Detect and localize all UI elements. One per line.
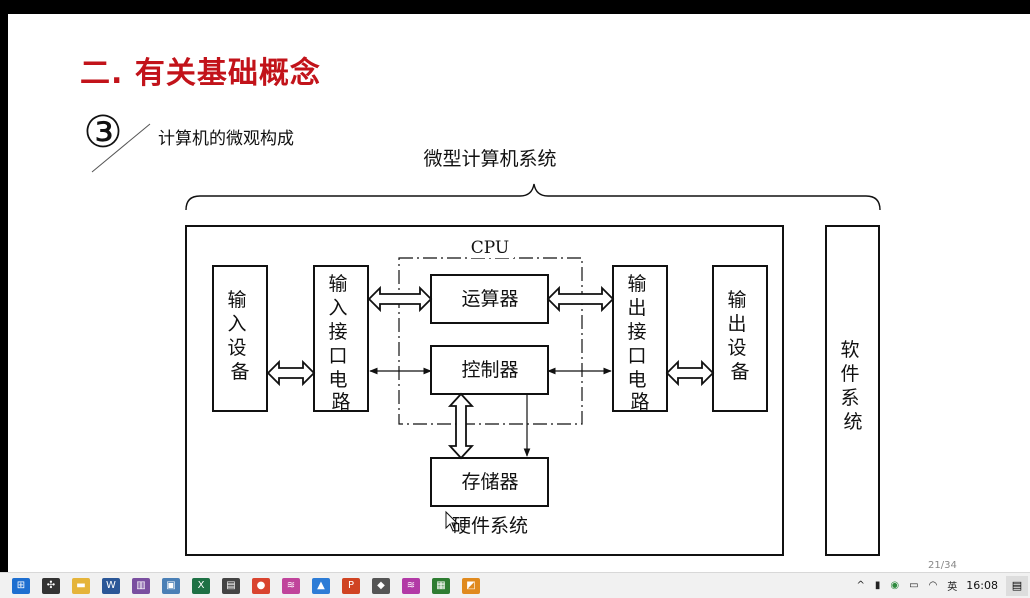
input-device-char-4: 备 xyxy=(230,361,249,383)
bus-arrow-input-interface-to-alu xyxy=(367,285,433,313)
chrome-icon[interactable]: ● xyxy=(252,577,270,594)
input-device-label: 输 入 设 备 xyxy=(227,289,252,383)
media-app-icon[interactable]: ≋ xyxy=(402,577,420,594)
hardware-label: 硬件系统 xyxy=(452,515,528,537)
input-device-box xyxy=(212,265,268,412)
bus-arrow-output-interface-to-device xyxy=(665,359,715,387)
software-char-1: 软 xyxy=(840,339,859,361)
software-char-3: 系 xyxy=(840,387,859,409)
input-interface-char-3: 接 xyxy=(328,321,347,343)
page-number: 21/34 xyxy=(928,560,957,571)
windows-start-icon[interactable]: ⊞ xyxy=(12,577,30,594)
tray-wifi-icon[interactable]: ◠ xyxy=(928,580,938,591)
controller-label: 控制器 xyxy=(461,359,518,381)
tray-mic-icon[interactable]: ▮ xyxy=(874,580,881,591)
slide-title: 二. 有关基础概念 xyxy=(80,56,321,91)
system-label: 微型计算机系统 xyxy=(423,148,556,170)
window-app-icon[interactable]: ▣ xyxy=(162,577,180,594)
output-interface-char-2: 出 xyxy=(627,297,646,319)
memory-box xyxy=(430,457,549,507)
input-interface-char-6: 路 xyxy=(331,391,350,413)
stream-app-icon[interactable]: ≋ xyxy=(282,577,300,594)
section-marker: ③ xyxy=(83,107,123,158)
input-device-char-2: 入 xyxy=(227,313,246,335)
photos-app-icon[interactable]: ▲ xyxy=(312,577,330,594)
slide-subtitle: 计算机的微观构成 xyxy=(158,129,294,149)
excel-icon[interactable]: X xyxy=(192,577,210,594)
output-interface-box xyxy=(612,265,668,412)
notification-center-icon[interactable]: ▤ xyxy=(1006,575,1028,596)
tray-battery-icon[interactable]: ▭ xyxy=(909,580,919,591)
taskbar: ⊞ ✣ ▬ W ▥ ▣ X ▤ ● ≋ ▲ P ◆ ≋ ▦ ◩ ^ ▮ ◉ ▭ ◠ 英 16:08 ▤ xyxy=(0,572,1030,598)
tray-app-icon[interactable]: ◉ xyxy=(890,580,900,591)
tray-chevron-icon[interactable]: ^ xyxy=(856,580,865,591)
output-interface-char-4: 口 xyxy=(627,345,646,367)
bus-arrow-controller-to-memory xyxy=(447,392,475,460)
powerpoint-icon[interactable]: P xyxy=(342,577,360,594)
tray-language-indicator[interactable]: 英 xyxy=(947,582,958,593)
alu-box xyxy=(430,274,549,324)
bus-arrow-input-device-to-interface xyxy=(266,359,316,387)
input-interface-char-1: 输 xyxy=(328,273,347,295)
alu-label: 运算器 xyxy=(461,288,518,310)
library-icon[interactable]: ▥ xyxy=(132,577,150,594)
cpu-label: CPU xyxy=(471,238,509,258)
mouse-cursor-icon xyxy=(445,510,459,532)
system-tray: ^ ▮ ◉ ▭ ◠ 英 16:08 ▤ xyxy=(851,573,1030,598)
software-char-4: 统 xyxy=(843,411,862,433)
output-device-char-2: 出 xyxy=(727,313,746,335)
gallery-app-icon[interactable]: ◩ xyxy=(462,577,480,594)
output-device-char-4: 备 xyxy=(730,361,749,383)
book-app-icon[interactable]: ▤ xyxy=(222,577,240,594)
software-char-2: 件 xyxy=(840,363,859,385)
input-interface-char-4: 口 xyxy=(328,345,347,367)
word-icon[interactable]: W xyxy=(102,577,120,594)
input-interface-char-2: 入 xyxy=(328,297,347,319)
output-device-char-1: 输 xyxy=(727,289,746,311)
output-interface-label: 输 出 接 口 电 路 xyxy=(627,273,652,413)
tool-app-icon[interactable]: ◆ xyxy=(372,577,390,594)
input-device-char-3: 设 xyxy=(227,337,246,359)
task-view-icon[interactable]: ✣ xyxy=(42,577,60,594)
input-interface-char-5: 电 xyxy=(328,369,347,391)
output-interface-char-1: 输 xyxy=(627,273,646,295)
system-brace xyxy=(185,183,881,211)
computer-architecture-diagram: 微型计算机系统 软 件 系 统 CPU 输 入 设 备 输 入 接 口 电 路 … xyxy=(91,123,881,556)
output-interface-char-3: 接 xyxy=(627,321,646,343)
hardware-box xyxy=(185,225,784,556)
software-label: 软 件 系 统 xyxy=(840,339,865,433)
clock[interactable]: 16:08 xyxy=(966,579,998,592)
decorative-slash xyxy=(91,123,151,173)
input-device-char-1: 输 xyxy=(227,289,246,311)
output-interface-char-6: 路 xyxy=(630,391,649,413)
memory-label: 存储器 xyxy=(461,471,518,493)
software-box xyxy=(825,225,880,556)
output-device-box xyxy=(712,265,768,412)
file-explorer-icon[interactable]: ▬ xyxy=(72,577,90,594)
input-interface-box xyxy=(313,265,369,412)
output-device-label: 输 出 设 备 xyxy=(727,289,752,383)
bus-arrow-alu-to-output-interface xyxy=(546,285,615,313)
input-interface-label: 输 入 接 口 电 路 xyxy=(328,273,353,413)
output-interface-char-5: 电 xyxy=(627,369,646,391)
output-device-char-3: 设 xyxy=(727,337,746,359)
taskbar-apps: ⊞ ✣ ▬ W ▥ ▣ X ▤ ● ≋ ▲ P ◆ ≋ ▦ ◩ xyxy=(0,577,486,594)
notes-app-icon[interactable]: ▦ xyxy=(432,577,450,594)
